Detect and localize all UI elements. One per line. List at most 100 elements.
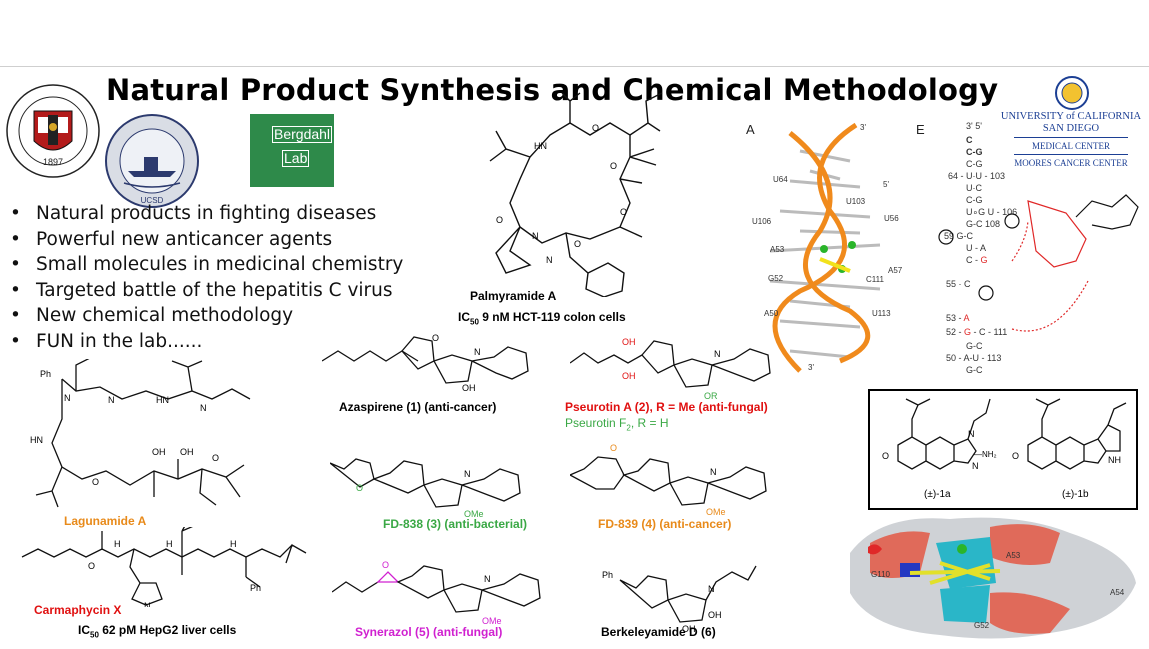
svg-text:O: O	[212, 453, 219, 463]
rna-label: U106	[752, 217, 772, 226]
svg-text:52 - G - C - 111: 52 - G - C - 111	[946, 327, 1007, 337]
svg-text:N: N	[200, 403, 207, 413]
svg-text:OH: OH	[622, 337, 636, 347]
synerazol-name: Synerazol (5) (anti-fungal)	[355, 625, 503, 639]
svg-text:N: N	[64, 393, 71, 403]
svg-text:C-G: C-G	[966, 195, 983, 205]
rna-label: U56	[884, 214, 899, 223]
svg-text:N: N	[708, 584, 715, 594]
svg-text:O: O	[592, 123, 599, 133]
svg-text:H: H	[230, 539, 237, 549]
svg-text:OH: OH	[682, 624, 696, 632]
svg-text:3' 5': 3' 5'	[966, 121, 982, 131]
ucsd-seal-logo	[1055, 76, 1089, 110]
rna-label: C111	[866, 275, 884, 284]
slide: Natural Product Synthesis and Chemical M…	[0, 66, 1149, 649]
rna-label: U64	[773, 175, 788, 184]
ucsd-line1: UNIVERSITY of CALIFORNIA	[1000, 111, 1142, 122]
palmyramide-name: Palmyramide A	[470, 289, 557, 303]
lagunamide-name: Lagunamide A	[64, 514, 147, 528]
bergdahl-line2: Lab	[282, 150, 310, 167]
svg-text:N: N	[532, 231, 539, 241]
svg-text:64 - U·U - 103: 64 - U·U - 103	[948, 171, 1005, 181]
palmyramide-ic50: IC50 9 nM HCT-119 colon cells	[458, 310, 626, 327]
svg-text:O: O	[432, 333, 439, 343]
rna-3d-structure	[769, 122, 881, 373]
svg-text:OMe: OMe	[482, 616, 502, 626]
ucsd-medical-center-logo: UNIVERSITY of CALIFORNIA SAN DIEGO MEDIC…	[996, 111, 1146, 169]
bullet-item: Targeted battle of the hepatitis C virus	[10, 278, 403, 304]
svg-text:O: O	[882, 451, 889, 461]
svg-text:O: O	[88, 561, 95, 571]
svg-text:O: O	[1012, 451, 1019, 461]
svg-text:O: O	[382, 560, 389, 570]
svg-text:N: N	[144, 601, 151, 607]
svg-text:OH: OH	[180, 447, 194, 457]
svg-text:G-C: G-C	[966, 365, 983, 375]
fd838-structure: O N OMe	[330, 458, 521, 519]
berkeleyamide-structure: Ph N OH OH	[602, 565, 757, 632]
svg-text:—NH₂: —NH₂	[974, 450, 997, 459]
svg-text:O: O	[620, 207, 627, 217]
svg-text:G-C: G-C	[966, 341, 983, 351]
bullet-item: New chemical methodology	[10, 303, 403, 329]
svg-text:H: H	[166, 539, 173, 549]
bergdahl-line1: Bergdahl	[272, 126, 333, 143]
svg-text:59 G-C: 59 G-C	[944, 231, 974, 241]
svg-text:53 - A: 53 - A	[946, 313, 970, 323]
svg-text:O: O	[356, 483, 363, 493]
compound-1a-1b-box: O N N —NH₂ O NH (±)-1a (±)-1b	[868, 389, 1138, 510]
rna-label: 3'	[808, 363, 814, 372]
svg-text:O: O	[610, 443, 617, 453]
bullet-list: Natural products in fighting diseases Po…	[10, 201, 403, 354]
compound-1b-structure: O NH	[1012, 398, 1127, 470]
svg-text:N: N	[968, 429, 975, 439]
svg-text:O: O	[92, 477, 99, 487]
svg-text:OMe: OMe	[464, 509, 484, 519]
svg-text:OR: OR	[704, 391, 718, 401]
protein-label: A54	[1110, 588, 1125, 597]
rna-label: A53	[770, 245, 785, 254]
svg-text:H: H	[114, 539, 121, 549]
svg-text:OH: OH	[462, 383, 476, 393]
bullet-item: Powerful new anticancer agents	[10, 227, 403, 253]
bullet-item: Natural products in fighting diseases	[10, 201, 403, 227]
bullet-item: FUN in the lab......	[10, 329, 403, 355]
sdsu-seal-logo: 1897	[6, 84, 100, 178]
rna-label: A50	[764, 309, 779, 318]
pseurotin-f2-name: Pseurotin F2, R = H	[565, 416, 669, 433]
svg-text:50 - A-U - 113: 50 - A-U - 113	[946, 353, 1001, 363]
azaspirene-structure: O N OH	[322, 333, 529, 393]
svg-text:HN: HN	[534, 141, 547, 151]
rna-label: U103	[846, 197, 866, 206]
svg-text:N: N	[710, 467, 717, 477]
berkeleyamide-name: Berkeleyamide D (6)	[601, 625, 716, 639]
svg-text:U - A: U - A	[966, 243, 986, 253]
ucsd-line2: SAN DIEGO	[1042, 123, 1100, 134]
svg-text:C-G: C-G	[966, 159, 983, 169]
azaspirene-name: Azaspirene (1) (anti-cancer)	[339, 400, 497, 414]
svg-text:OH: OH	[708, 610, 722, 620]
svg-text:Ph: Ph	[40, 369, 51, 379]
panel-e-letter: E	[916, 122, 925, 137]
svg-text:O: O	[610, 161, 617, 171]
svg-text:HN: HN	[156, 395, 169, 405]
rna-label: A57	[888, 266, 903, 275]
protein-label: G52	[974, 621, 990, 630]
compound-1a-structure: O N N —NH₂	[882, 398, 997, 471]
svg-text:Ph: Ph	[250, 583, 261, 593]
panel-a-letter: A	[746, 122, 755, 137]
pseurotin-structure: OH OH N OR	[570, 337, 771, 401]
sdsu-year: 1897	[43, 157, 63, 167]
synerazol-structure: O N OMe	[332, 560, 541, 626]
svg-text:OMe: OMe	[706, 507, 726, 517]
carmaphycin-structure: O H H H Ph N	[21, 527, 307, 607]
protein-label: G110	[871, 570, 890, 579]
rna-label: G52	[768, 274, 784, 283]
svg-text:C: C	[966, 135, 973, 145]
svg-text:N: N	[464, 469, 471, 479]
svg-text:OH: OH	[152, 447, 166, 457]
svg-text:N: N	[474, 347, 481, 357]
bullet-item: Small molecules in medicinal chemistry	[10, 252, 403, 278]
protein-label: A53	[1006, 551, 1021, 560]
